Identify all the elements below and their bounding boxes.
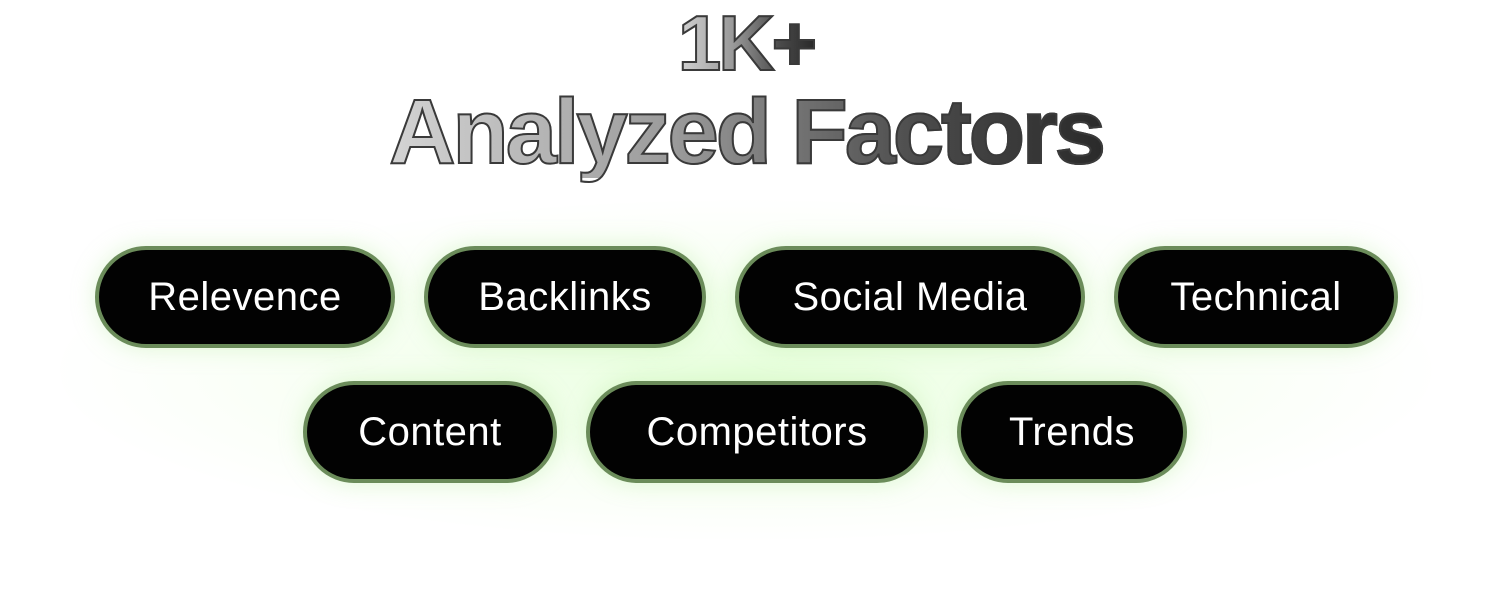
headline: 1K+ Analyzed Factors — [0, 0, 1492, 183]
factor-pill-social-media[interactable]: Social Media — [735, 246, 1085, 348]
factor-pill-relevence[interactable]: Relevence — [95, 246, 395, 348]
factor-pill-trends[interactable]: Trends — [957, 381, 1187, 483]
factor-pill-competitors[interactable]: Competitors — [586, 381, 928, 483]
factor-pill-content[interactable]: Content — [303, 381, 557, 483]
headline-count: 1K+ — [677, 0, 818, 87]
factor-pill-backlinks[interactable]: Backlinks — [424, 246, 706, 348]
factor-pill-technical[interactable]: Technical — [1114, 246, 1398, 348]
headline-title: Analyzed Factors — [388, 81, 1107, 183]
